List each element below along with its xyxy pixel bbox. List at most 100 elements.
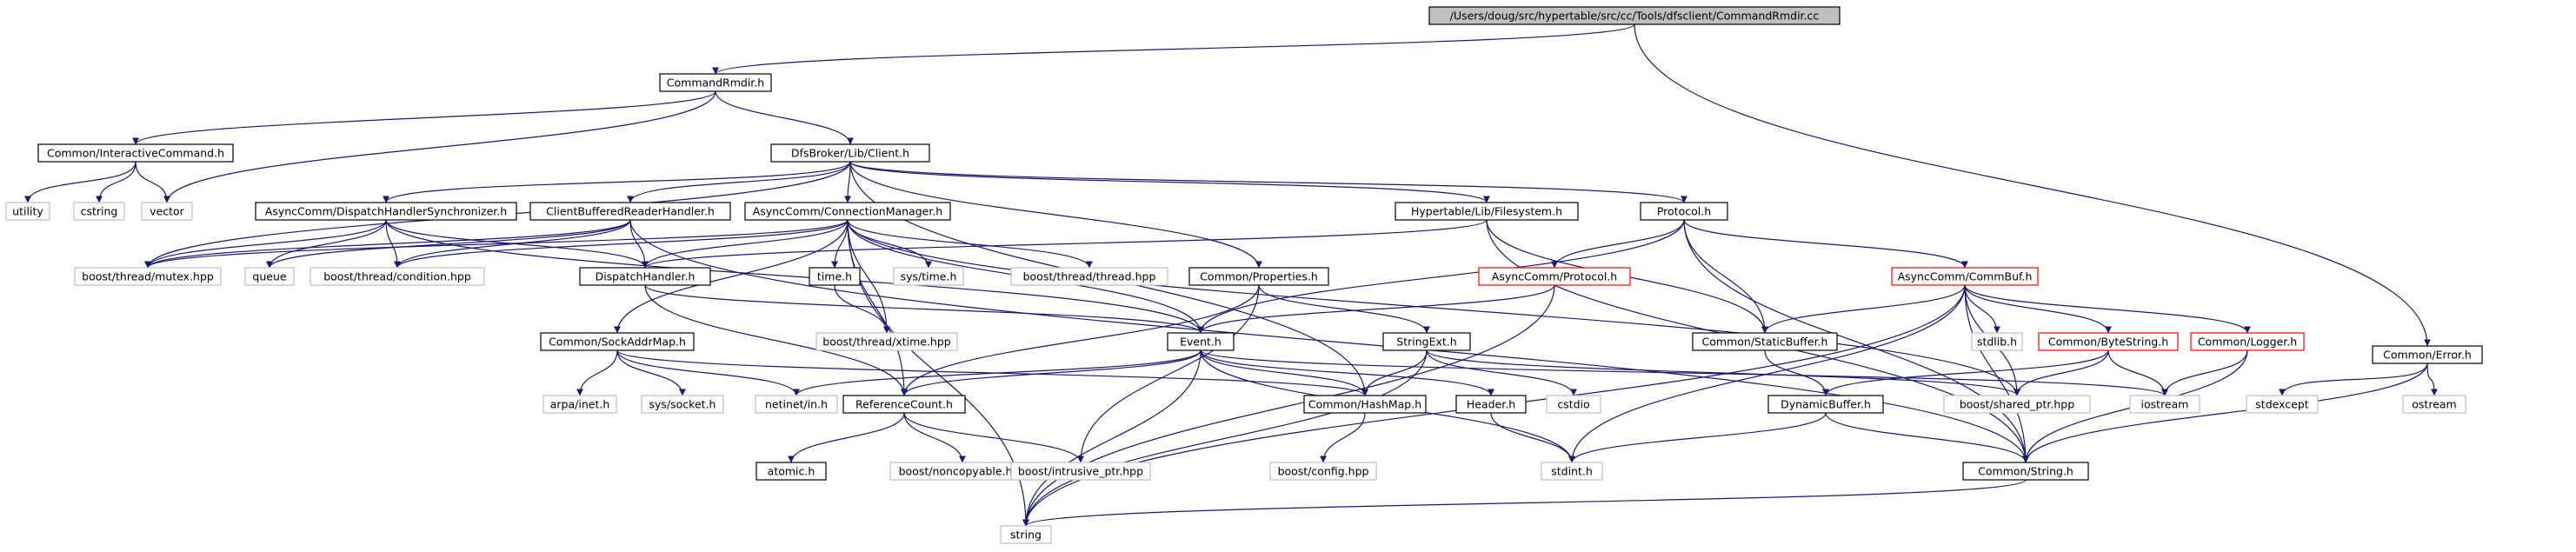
node-stdexcept-box <box>2246 395 2319 414</box>
node-error[interactable]: Common/Error.h <box>2372 345 2483 364</box>
node-config: boost/config.hpp <box>1269 462 1377 481</box>
edge-commbuf-to-stdint <box>1568 284 1966 463</box>
node-cmdrmdir-label: CommandRmdir.h <box>667 76 764 90</box>
node-queue: queue <box>244 267 295 286</box>
node-cbrh[interactable]: ClientBufferedReaderHandler.h <box>529 202 731 221</box>
edge-protocol-to-cstring2 <box>1683 219 2029 463</box>
edge-client-to-protocol <box>849 161 1687 203</box>
edge-event-to-netinet <box>793 349 1201 396</box>
node-stdint: stdint.h <box>1541 462 1603 481</box>
node-stringext[interactable]: StringExt.h <box>1382 332 1471 351</box>
node-hashmap[interactable]: Common/HashMap.h <box>1303 395 1427 414</box>
node-cstring2-box <box>1962 462 2089 481</box>
edge-stringext-to-cstdio <box>1426 349 1577 396</box>
edge-sockaddr-to-netinet <box>616 349 800 396</box>
node-logger[interactable]: Common/Logger.h <box>2190 332 2305 351</box>
edge-dispatch-to-event <box>644 284 1204 334</box>
edge-header-to-stdint <box>1490 412 1575 463</box>
node-root[interactable]: /Users/doug/src/hypertable/src/cc/Tools/… <box>1428 6 1840 25</box>
node-commbuf[interactable]: AsyncComm/CommBuf.h <box>1891 267 2039 286</box>
node-vector: vector <box>141 202 193 221</box>
node-queue-box <box>244 267 295 286</box>
node-dispatch[interactable]: DispatchHandler.h <box>579 267 711 286</box>
edge-dynbuf-to-cstring2 <box>1825 412 2029 463</box>
node-refcount[interactable]: ReferenceCount.h <box>842 395 966 414</box>
node-stdexcept: stdexcept <box>2246 395 2319 414</box>
node-cmdrmdir-box <box>659 73 772 92</box>
node-condition: boost/thread/condition.hpp <box>310 267 485 286</box>
edges-layer <box>24 23 2438 527</box>
node-timeh[interactable]: time.h <box>809 267 861 286</box>
edge-connmgr-to-xtime <box>847 219 890 334</box>
node-intrusive: boost/intrusive_ptr.hpp <box>1010 462 1151 481</box>
node-systime-box <box>893 267 964 286</box>
edge-cmdrmdir-to-vector <box>163 90 716 203</box>
node-syssocket-box <box>641 395 724 414</box>
node-cstring2[interactable]: Common/String.h <box>1962 462 2089 481</box>
node-acprotocol[interactable]: AsyncComm/Protocol.h <box>1478 267 1631 286</box>
node-error-box <box>2372 345 2483 364</box>
node-properties[interactable]: Common/Properties.h <box>1188 267 1329 286</box>
edge-commbuf-to-cstring2 <box>1964 284 2029 463</box>
edge-dhsync-to-queue <box>266 219 387 269</box>
node-sockaddr[interactable]: Common/SockAddrMap.h <box>540 332 695 351</box>
node-cmdrmdir[interactable]: CommandRmdir.h <box>659 73 772 92</box>
node-sockaddr-box <box>540 332 695 351</box>
node-bytestring[interactable]: Common/ByteString.h <box>2038 332 2179 351</box>
edge-error-to-cstring2 <box>2022 362 2428 463</box>
node-header-label: Header.h <box>1467 398 1515 411</box>
node-protocol-label: Protocol.h <box>1657 205 1711 218</box>
edge-event-to-iostream <box>1200 349 2168 396</box>
edge-sockaddr-to-syssocket <box>616 349 686 396</box>
node-filesystem-box <box>1395 202 1579 221</box>
node-string: string <box>1000 525 1052 544</box>
edge-properties-to-stringext <box>1258 284 1430 334</box>
node-stdint-label: stdint.h <box>1551 465 1593 478</box>
edge-client-to-connmgr <box>844 161 852 203</box>
node-interactive[interactable]: Common/InteractiveCommand.h <box>37 143 234 163</box>
node-connmgr[interactable]: AsyncComm/ConnectionManager.h <box>744 202 951 221</box>
node-mutex-box <box>74 267 222 286</box>
node-cstring: cstring <box>73 202 125 221</box>
node-interactive-box <box>37 143 234 163</box>
edge-error-to-stdexcept <box>2279 362 2428 396</box>
node-protocol[interactable]: Protocol.h <box>1640 202 1728 221</box>
node-xtime-box <box>815 332 958 351</box>
node-client[interactable]: DfsBroker/Lib/Client.h <box>770 143 930 163</box>
node-dhsync[interactable]: AsyncComm/DispatchHandlerSynchronizer.h <box>255 202 517 221</box>
edge-cbrh-to-mutex <box>144 219 631 269</box>
node-atomic[interactable]: atomic.h <box>755 462 827 481</box>
node-staticbuf[interactable]: Common/StaticBuffer.h <box>1692 332 1838 351</box>
node-client-label: DfsBroker/Lib/Client.h <box>791 147 909 160</box>
edge-connmgr-to-condition <box>394 219 849 269</box>
edge-dhsync-to-mutex <box>144 219 387 269</box>
node-event[interactable]: Event.h <box>1167 332 1235 351</box>
node-filesystem-label: Hypertable/Lib/Filesystem.h <box>1411 205 1562 218</box>
node-dynbuf-box <box>1767 395 1884 414</box>
node-staticbuf-box <box>1692 332 1838 351</box>
node-systime-label: sys/time.h <box>901 270 957 283</box>
node-cstdio-box <box>1546 395 1601 414</box>
node-header[interactable]: Header.h <box>1455 395 1527 414</box>
node-event-label: Event.h <box>1180 336 1221 349</box>
edge-client-to-dhsync <box>383 161 851 203</box>
node-error-label: Common/Error.h <box>2383 349 2472 362</box>
edge-bytestring-to-sharedptr <box>2014 349 2109 396</box>
node-filesystem[interactable]: Hypertable/Lib/Filesystem.h <box>1395 202 1579 221</box>
node-cbrh-label: ClientBufferedReaderHandler.h <box>546 205 715 218</box>
edge-connmgr-to-systime <box>847 219 932 269</box>
node-dispatch-box <box>579 267 711 286</box>
node-dynbuf[interactable]: DynamicBuffer.h <box>1767 395 1884 414</box>
node-systime: sys/time.h <box>893 267 964 286</box>
node-arpainet-box <box>542 395 617 414</box>
edge-bytestring-to-dynbuf <box>1822 349 2109 396</box>
node-vector-box <box>141 202 193 221</box>
node-syssocket-label: sys/socket.h <box>649 398 716 411</box>
node-stdint-box <box>1541 462 1603 481</box>
node-interactive-label: Common/InteractiveCommand.h <box>47 147 224 160</box>
node-utility-label: utility <box>12 205 43 218</box>
node-netinet-box <box>755 395 838 414</box>
edge-cstring2-to-string <box>1022 479 2027 527</box>
edge-protocol-to-staticbuf <box>1683 219 1768 334</box>
